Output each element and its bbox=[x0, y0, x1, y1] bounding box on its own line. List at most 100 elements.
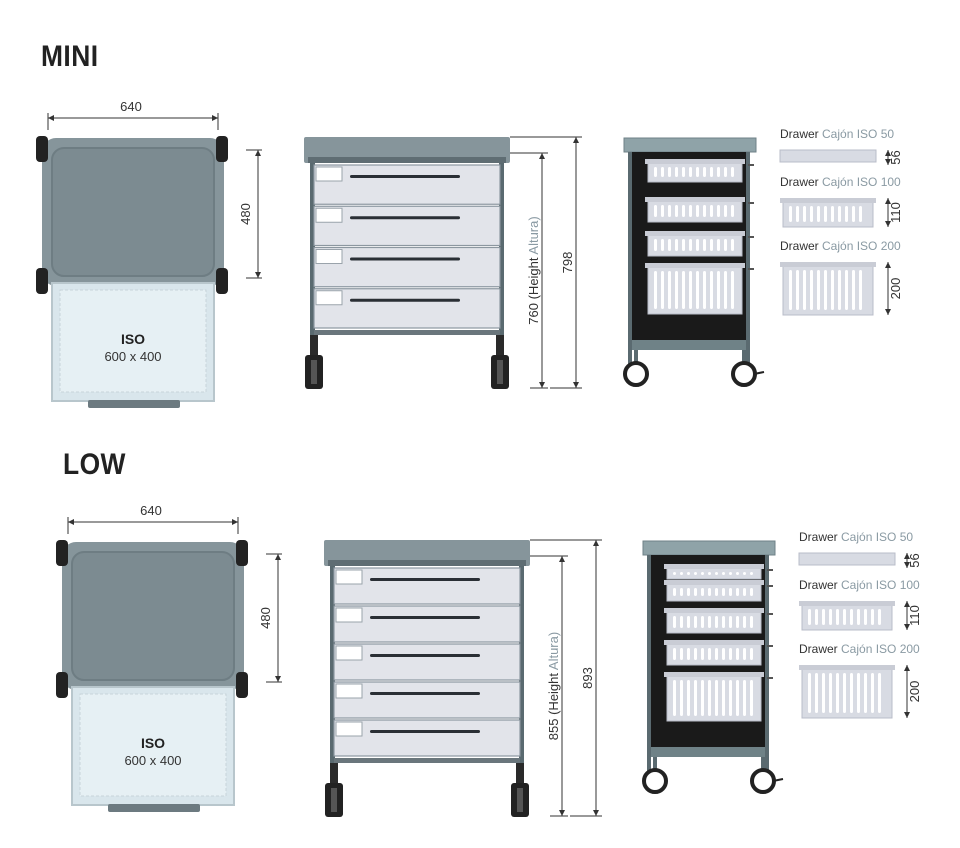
drawer-handle bbox=[350, 175, 460, 178]
drawer-handle bbox=[350, 216, 460, 220]
label-holder bbox=[315, 166, 343, 182]
basket-slot bbox=[731, 271, 734, 309]
basket-slot bbox=[852, 206, 855, 222]
basket-slot bbox=[852, 270, 855, 310]
runner-tick bbox=[767, 645, 773, 647]
height-word: (Height bbox=[546, 670, 561, 718]
drawer-word: Drawer bbox=[799, 578, 841, 592]
basket-slot bbox=[838, 206, 841, 222]
basket-slot bbox=[743, 648, 746, 660]
drawer-front bbox=[333, 605, 521, 643]
cabinet-base bbox=[651, 747, 765, 757]
basket-slot bbox=[857, 609, 860, 625]
drawer-size-label: 56 bbox=[888, 150, 903, 164]
frame-post bbox=[330, 566, 335, 786]
castor-hub bbox=[497, 360, 503, 384]
basket-slot bbox=[661, 167, 664, 177]
arrow-head bbox=[573, 382, 579, 388]
basket-slot bbox=[831, 206, 834, 222]
castor-hub bbox=[311, 360, 317, 384]
basket-slot bbox=[729, 680, 732, 716]
basket-slot bbox=[673, 616, 676, 628]
basket-slot bbox=[673, 680, 676, 716]
basket-slot bbox=[694, 648, 697, 660]
drawer-name: Cajón ISO 200 bbox=[841, 642, 920, 656]
basket-slot bbox=[715, 648, 718, 660]
drawer-front bbox=[313, 164, 501, 205]
basket-slot bbox=[822, 609, 825, 625]
basket-slot bbox=[729, 572, 732, 575]
drawer-preview bbox=[779, 149, 877, 163]
drawer-name: Cajón ISO 50 bbox=[822, 127, 894, 141]
width-dimension-label: 640 bbox=[140, 503, 162, 518]
basket-slot bbox=[682, 271, 685, 309]
basket-slot bbox=[708, 588, 711, 596]
arrow-head bbox=[885, 262, 891, 268]
wheel bbox=[750, 768, 776, 794]
basket-slot bbox=[654, 167, 657, 177]
basket-slot bbox=[850, 609, 853, 625]
label-holder bbox=[335, 721, 363, 737]
basket-rim bbox=[664, 608, 764, 613]
basket-slot bbox=[694, 588, 697, 596]
basket-slot bbox=[701, 588, 704, 596]
basket-slot bbox=[710, 239, 713, 251]
basket-rim bbox=[780, 198, 876, 203]
drawer-front bbox=[333, 719, 521, 757]
height-value: 760 bbox=[526, 303, 541, 325]
basket-slot bbox=[708, 680, 711, 716]
basket-slot bbox=[808, 673, 811, 713]
basket-slot bbox=[859, 270, 862, 310]
basket-slot bbox=[743, 572, 746, 575]
basket-rim bbox=[780, 262, 876, 267]
basket-rim bbox=[664, 672, 764, 677]
drawer-name: Cajón ISO 50 bbox=[841, 530, 913, 544]
tray-title: ISO bbox=[141, 735, 165, 751]
basket-slot bbox=[694, 616, 697, 628]
basket-slot bbox=[680, 616, 683, 628]
arrow-head bbox=[904, 562, 910, 568]
corner-bumper bbox=[216, 268, 228, 294]
basket-slot bbox=[803, 206, 806, 222]
basket-slot bbox=[703, 205, 706, 217]
section-title-mini: MINI bbox=[41, 40, 99, 73]
basket-slot bbox=[717, 239, 720, 251]
basket-slot bbox=[687, 680, 690, 716]
wheel bbox=[731, 361, 757, 387]
cart-top-surface bbox=[51, 147, 215, 277]
basket-rim bbox=[664, 580, 764, 585]
basket-slot bbox=[687, 588, 690, 596]
cabinet-post bbox=[647, 555, 651, 781]
arrow-head bbox=[559, 556, 565, 562]
leg bbox=[516, 763, 524, 785]
basket-slot bbox=[724, 239, 727, 251]
runner-tick bbox=[748, 236, 754, 238]
basket-slot bbox=[703, 167, 706, 177]
leg bbox=[496, 335, 504, 357]
drawer-name: Cajón ISO 100 bbox=[841, 578, 920, 592]
basket-slot bbox=[729, 588, 732, 596]
arrow-head bbox=[539, 153, 545, 159]
basket-slot bbox=[715, 680, 718, 716]
height-label: 760 (Height Altura) bbox=[526, 216, 541, 324]
basket-slot bbox=[701, 616, 704, 628]
basket-slot bbox=[675, 271, 678, 309]
basket-slot bbox=[668, 205, 671, 217]
drawer-name: Cajón ISO 100 bbox=[822, 175, 901, 189]
front-view-1: 855 (Height Altura)893 bbox=[324, 539, 602, 817]
runner-tick bbox=[767, 585, 773, 587]
basket-slot bbox=[680, 648, 683, 660]
basket-rim bbox=[645, 159, 745, 164]
basket-slot bbox=[871, 673, 874, 713]
runner-tick bbox=[748, 268, 754, 270]
label-holder bbox=[335, 683, 363, 699]
drawer-word: Drawer bbox=[799, 530, 841, 544]
drawer-handle bbox=[370, 692, 480, 695]
basket-slot bbox=[675, 205, 678, 217]
drawer-legend-title: Drawer Cajón ISO 100 bbox=[780, 175, 901, 189]
basket-slot bbox=[724, 205, 727, 217]
drawer-word: Drawer bbox=[780, 175, 822, 189]
